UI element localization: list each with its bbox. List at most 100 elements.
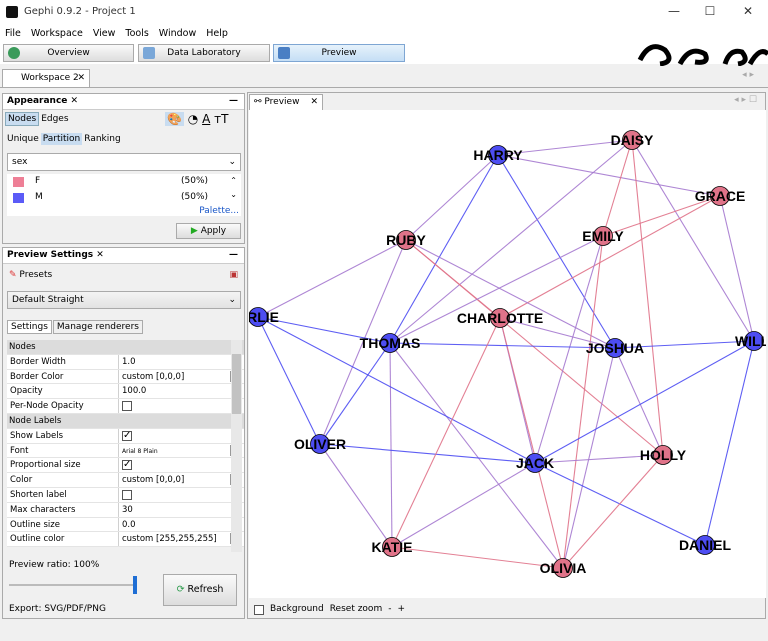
preview-mode-button[interactable]: Preview: [273, 44, 405, 62]
property-value[interactable]: [119, 458, 244, 472]
tab-workspace-2[interactable]: Workspace 2 ✕: [2, 69, 90, 87]
background-checkbox[interactable]: [254, 605, 264, 615]
minimize-panel-icon[interactable]: —: [229, 96, 238, 106]
node-holly[interactable]: [653, 445, 673, 465]
tab-unique[interactable]: Unique: [7, 134, 39, 144]
node-grace[interactable]: [710, 186, 730, 206]
checkbox[interactable]: [122, 429, 132, 443]
property-value[interactable]: Arial 8 Plain...: [119, 443, 244, 458]
node-olivia[interactable]: [553, 558, 573, 578]
export-label[interactable]: Export: SVG/PDF/PNG: [9, 604, 106, 614]
refresh-button[interactable]: ⟳ Refresh: [163, 574, 237, 606]
property-value[interactable]: 30: [119, 502, 244, 517]
property-row[interactable]: Show Labels: [7, 428, 244, 444]
properties-scrollbar[interactable]: [231, 340, 242, 552]
scroll-tabs-icon[interactable]: ◂ ▸ ☐: [734, 95, 757, 105]
tab-ranking[interactable]: Ranking: [84, 134, 121, 144]
property-category[interactable]: Nodes: [7, 340, 244, 355]
label-color-icon[interactable]: A: [202, 112, 211, 126]
color-swatch[interactable]: [13, 177, 24, 187]
partition-item-m[interactable]: M(50%): [7, 190, 241, 206]
list-scrollbar[interactable]: ⌃⌄: [230, 176, 237, 199]
data-laboratory-button[interactable]: Data Laboratory: [138, 44, 270, 62]
node-daniel[interactable]: [695, 535, 715, 555]
save-preset-icon[interactable]: ▣: [229, 270, 238, 280]
menu-workspace[interactable]: Workspace: [30, 28, 83, 39]
checkbox[interactable]: [122, 489, 132, 500]
color-swatch[interactable]: [13, 193, 24, 203]
overview-button[interactable]: Overview: [3, 44, 134, 62]
size-icon[interactable]: ◔: [187, 112, 199, 126]
property-value[interactable]: custom [255,255,255]...: [119, 532, 244, 547]
node-jack[interactable]: [525, 453, 545, 473]
checkbox[interactable]: [122, 401, 132, 412]
graph-canvas[interactable]: HARRYDAISYGRACERUBYEMILYARLIECHARLOTTETH…: [249, 110, 766, 598]
node-katie[interactable]: [382, 537, 402, 557]
preview-ratio-slider[interactable]: [9, 576, 137, 594]
property-row[interactable]: Per-Node Opacity: [7, 399, 244, 414]
menu-window[interactable]: Window: [158, 28, 197, 39]
node-ruby[interactable]: [396, 230, 416, 250]
property-value[interactable]: 100.0: [119, 384, 244, 399]
attribute-select[interactable]: sex⌄: [7, 153, 241, 171]
minimize-button[interactable]: —: [668, 4, 680, 18]
node-oliver[interactable]: [310, 434, 330, 454]
node-joshua[interactable]: [605, 338, 625, 358]
tab-nodes[interactable]: Nodes: [5, 112, 40, 126]
tab-manage-renderers[interactable]: Manage renderers: [52, 320, 143, 334]
property-value[interactable]: 0.0: [119, 517, 244, 532]
property-row[interactable]: Shorten label: [7, 487, 244, 503]
label-size-icon[interactable]: тT: [214, 112, 229, 126]
property-row[interactable]: Proportional size: [7, 458, 244, 474]
tab-preview[interactable]: ⚯ Preview ✕: [249, 94, 323, 110]
node-daisy[interactable]: [622, 130, 642, 150]
palette-link[interactable]: Palette...: [199, 206, 239, 216]
property-value[interactable]: custom [0,0,0]...: [119, 473, 244, 487]
partition-item-f[interactable]: F(50%): [7, 174, 241, 190]
apply-button[interactable]: ▶ Apply: [176, 223, 241, 239]
scroll-tabs-icon[interactable]: ◂ ▸: [742, 70, 754, 80]
node-harry[interactable]: [488, 145, 508, 165]
network-graph[interactable]: HARRYDAISYGRACERUBYEMILYARLIECHARLOTTETH…: [249, 110, 766, 598]
tab-settings[interactable]: Settings: [7, 320, 52, 334]
menu-view[interactable]: View: [92, 28, 116, 39]
menu-file[interactable]: File: [5, 28, 21, 39]
tab-edges[interactable]: Edges: [41, 114, 69, 124]
node-arlie[interactable]: [249, 307, 268, 327]
reset-zoom-button[interactable]: Reset zoom: [329, 604, 383, 614]
node-emily[interactable]: [593, 226, 613, 246]
preset-select[interactable]: Default Straight⌄: [7, 291, 241, 309]
property-value[interactable]: [119, 428, 244, 443]
close-button[interactable]: ✕: [742, 4, 754, 18]
property-value[interactable]: 1.0: [119, 354, 244, 369]
tab-partition[interactable]: Partition: [40, 133, 83, 145]
maximize-button[interactable]: ☐: [704, 4, 716, 18]
menu-help[interactable]: Help: [206, 28, 228, 39]
node-charlotte[interactable]: [490, 308, 510, 328]
color-palette-icon[interactable]: 🎨: [165, 112, 184, 126]
close-tab-icon[interactable]: ✕: [77, 73, 85, 83]
close-panel-icon[interactable]: ✕: [70, 96, 79, 106]
property-value[interactable]: [119, 487, 244, 502]
menu-tools[interactable]: Tools: [125, 28, 149, 39]
property-category[interactable]: Node Labels: [7, 413, 244, 429]
zoom-out-button[interactable]: -: [388, 604, 392, 614]
zoom-in-button[interactable]: +: [397, 604, 406, 614]
node-willi[interactable]: [744, 331, 764, 351]
property-value[interactable]: [119, 399, 244, 413]
checkbox[interactable]: [122, 458, 132, 472]
close-panel-icon[interactable]: ✕: [96, 250, 104, 260]
property-value[interactable]: custom [0,0,0]...: [119, 369, 244, 384]
node-thomas[interactable]: [380, 333, 400, 353]
close-tab-icon[interactable]: ✕: [310, 97, 318, 107]
slider-thumb[interactable]: [133, 576, 137, 594]
minimize-panel-icon[interactable]: —: [229, 250, 238, 260]
